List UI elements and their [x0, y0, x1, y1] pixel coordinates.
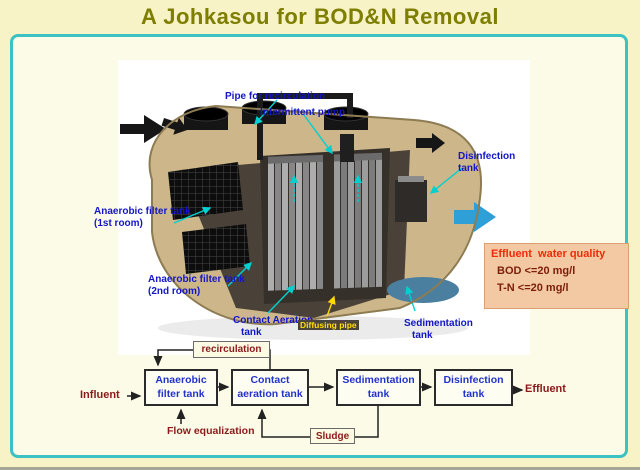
- effluent-quality-title: Effluent water quality: [491, 248, 606, 260]
- effluent-quality-box: Effluent water quality BOD <=20 mg/l T-N…: [484, 243, 629, 309]
- effluent-label: Effluent: [525, 383, 566, 395]
- influent-label: Influent: [80, 389, 120, 401]
- flow-box-contact-aeration-tank: Contact aeration tank: [231, 369, 309, 406]
- diffusing-pipe-arrow: [325, 295, 336, 320]
- label-pipe-for-recirculation-text: Pipe for recirculation: [225, 91, 326, 102]
- flow-box-disinfection-tank: Disinfection tank: [434, 369, 513, 406]
- sludge-label-text: Sludge: [315, 430, 350, 442]
- recirculation-label-box: recirculation: [193, 341, 270, 358]
- label-disinfection-line2: tank: [458, 163, 479, 174]
- label-contact-line1: Contact Aeration: [233, 315, 314, 326]
- label-sedimentation-tank: Sedimentation tank: [404, 318, 473, 342]
- label-anaerobic1-line1: Anaerobic filter tank: [94, 206, 191, 217]
- label-diffusing-pipe-text: Diffusing pipe: [300, 320, 357, 330]
- label-anaerobic2-line1: Anaerobic filter tank: [148, 274, 245, 285]
- label-sedimentation-line2: tank: [412, 330, 433, 341]
- effluent-tn-value: T-N <=20 mg/l: [497, 282, 569, 294]
- flow-box-anaerobic-filter-tank: Anaerobic filter tank: [144, 369, 218, 406]
- tank-outline: [148, 104, 482, 326]
- label-anaerobic-filter-tank-2: Anaerobic filter tank (2nd room): [148, 274, 245, 298]
- label-intermittent-pump-text: Intermittent pump: [260, 107, 345, 118]
- contact-media-stack-b: [334, 152, 382, 289]
- sludge-label-box: Sludge: [310, 428, 355, 444]
- label-anaerobic1-line2: (1st room): [94, 218, 143, 229]
- anaerobic-media-1st-room: [168, 162, 243, 220]
- intermittent-pump-body: [340, 134, 354, 162]
- recirculation-pipe: [257, 93, 353, 160]
- inlet-arrow-icon: [161, 117, 188, 135]
- disinfection-inner-tank: [395, 176, 427, 222]
- annotation-arrows: [173, 99, 463, 314]
- johkasou-cutaway-illustration: [120, 93, 496, 340]
- influent-arrow-icon: [120, 115, 166, 143]
- label-diffusing-pipe: Diffusing pipe: [298, 320, 359, 330]
- label-anaerobic2-line2: (2nd room): [148, 286, 201, 297]
- transfer-arrow-icon: [416, 133, 445, 153]
- label-intermittent-pump: Intermittent pump: [260, 107, 345, 119]
- label-disinfection-tank: Disinfection tank: [458, 151, 515, 175]
- anaerobic-media-2nd-room: [182, 224, 250, 274]
- recirculation-label-text: recirculation: [201, 344, 262, 355]
- contact-media-stack-a: [268, 154, 323, 291]
- flow-box-sedimentation-tank: Sedimentation tank: [336, 369, 421, 406]
- label-contact-line2: tank: [241, 327, 262, 338]
- flow-equalization-label: Flow equalization: [167, 425, 255, 437]
- label-contact-aeration-tank: Contact Aeration tank: [233, 315, 313, 339]
- effluent-arrow-icon: [454, 202, 496, 232]
- page-title: A Johkasou for BOD&N Removal: [141, 4, 499, 29]
- label-disinfection-line1: Disinfection: [458, 151, 516, 162]
- label-pipe-for-recirculation: Pipe for recirculation: [225, 91, 325, 103]
- label-anaerobic-filter-tank-1: Anaerobic filter tank (1st room): [94, 206, 191, 230]
- effluent-bod-value: BOD <=20 mg/l: [497, 265, 576, 277]
- label-sedimentation-line1: Sedimentation: [404, 318, 473, 329]
- sedimentation-water: [387, 277, 459, 303]
